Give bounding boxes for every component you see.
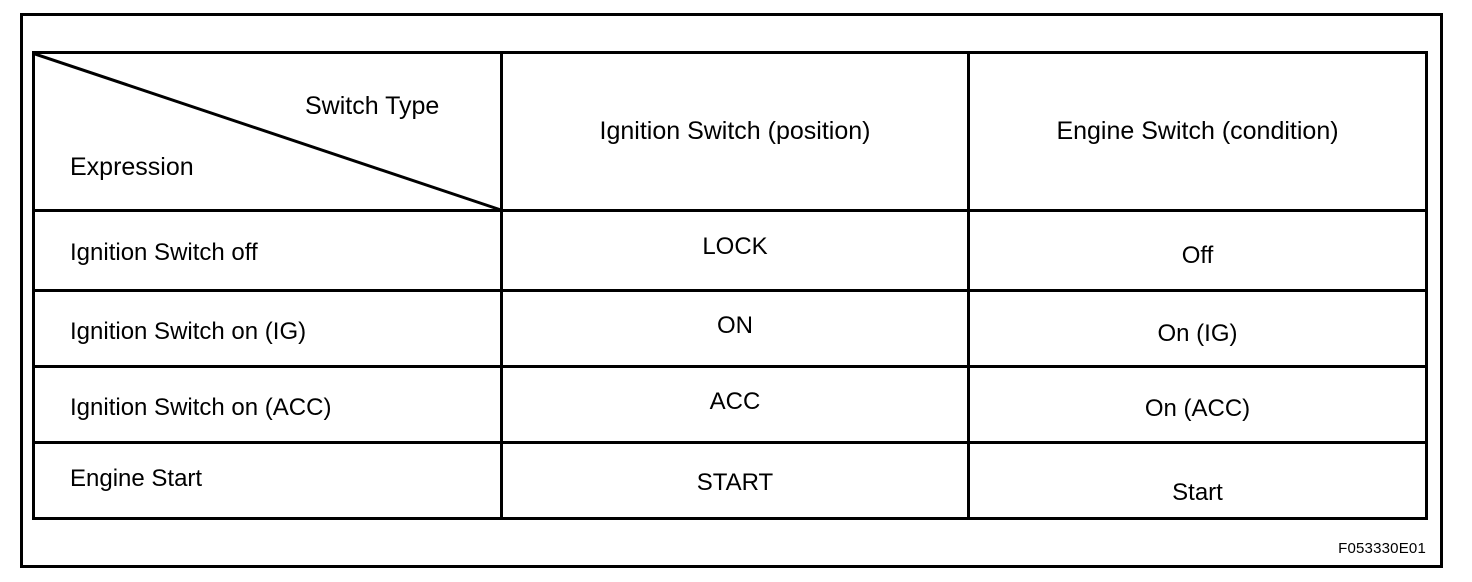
switch-type-expression-table: Switch Type Expression Ignition Switch (… xyxy=(32,51,1428,520)
table-row: ACC xyxy=(709,388,761,415)
table-row: Start xyxy=(1172,479,1223,506)
row-rule-2 xyxy=(35,365,1425,368)
figure-reference-code: F053330E01 xyxy=(1338,540,1426,557)
diagonal-divider-line xyxy=(35,54,502,212)
column-divider-1 xyxy=(500,54,503,517)
table-row: LOCK xyxy=(702,233,768,260)
column-header-ignition-switch: Ignition Switch (position) xyxy=(599,117,871,145)
column-header-engine-switch: Engine Switch (condition) xyxy=(1056,117,1339,145)
column-axis-label: Switch Type xyxy=(305,92,440,120)
table-row: Ignition Switch on (IG) xyxy=(70,318,307,345)
table-row: START xyxy=(696,469,774,496)
header-bottom-rule xyxy=(35,209,1425,212)
table-row: On (IG) xyxy=(1157,320,1238,347)
table-row: Engine Start xyxy=(70,465,203,492)
figure-frame: Switch Type Expression Ignition Switch (… xyxy=(20,13,1443,568)
row-rule-1 xyxy=(35,289,1425,292)
table-row: ON xyxy=(717,312,753,339)
corner-header-cell: Switch Type Expression xyxy=(35,54,503,212)
table-row: Off xyxy=(1181,242,1214,269)
table-row: On (ACC) xyxy=(1144,395,1251,422)
table-row: Ignition Switch on (ACC) xyxy=(70,394,332,421)
table-row: Ignition Switch off xyxy=(70,239,258,266)
column-divider-2 xyxy=(967,54,970,517)
row-axis-label: Expression xyxy=(70,153,194,181)
row-rule-3 xyxy=(35,441,1425,444)
